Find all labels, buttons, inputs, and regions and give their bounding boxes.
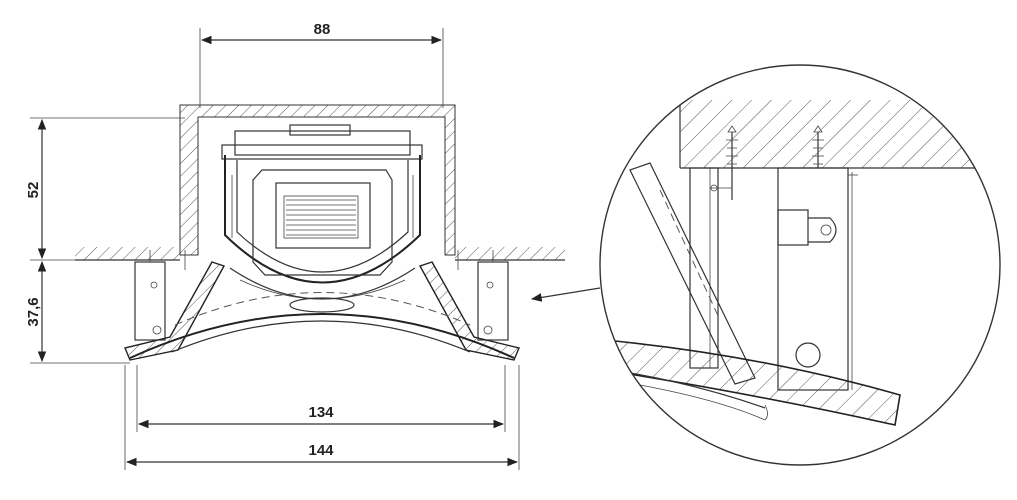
filter-grille: [283, 195, 359, 239]
dimension-37-6-label: 37,6: [25, 297, 42, 326]
right-bracket: [457, 250, 509, 341]
outer-panels: [124, 261, 520, 361]
detail-front-panel: [604, 339, 901, 426]
dimension-144: 144: [124, 365, 520, 470]
unit-body: [221, 124, 423, 313]
ceiling-anchor-right: [812, 125, 824, 168]
detail-unit-plate: [777, 167, 858, 391]
detail-leader-arrow: [530, 287, 601, 302]
detail-circle: [599, 64, 1001, 466]
detail-view: [599, 64, 1001, 466]
ceiling-anchor-left: [726, 125, 738, 200]
dimension-52: 52: [25, 117, 185, 261]
dimension-52-label: 52: [25, 182, 42, 199]
left-bracket: [134, 250, 186, 341]
dimension-134: 134: [136, 365, 506, 432]
detail-left-bracket: [689, 167, 732, 369]
ceiling-recess: [75, 104, 565, 261]
front-panel: [129, 292, 515, 359]
dimension-37-6: 37,6: [25, 260, 130, 364]
section-view: [75, 104, 565, 361]
dimension-88-label: 88: [314, 21, 331, 38]
dimension-134-label: 134: [308, 404, 334, 421]
dimension-88: 88: [199, 21, 444, 108]
dimension-144-label: 144: [308, 442, 334, 459]
